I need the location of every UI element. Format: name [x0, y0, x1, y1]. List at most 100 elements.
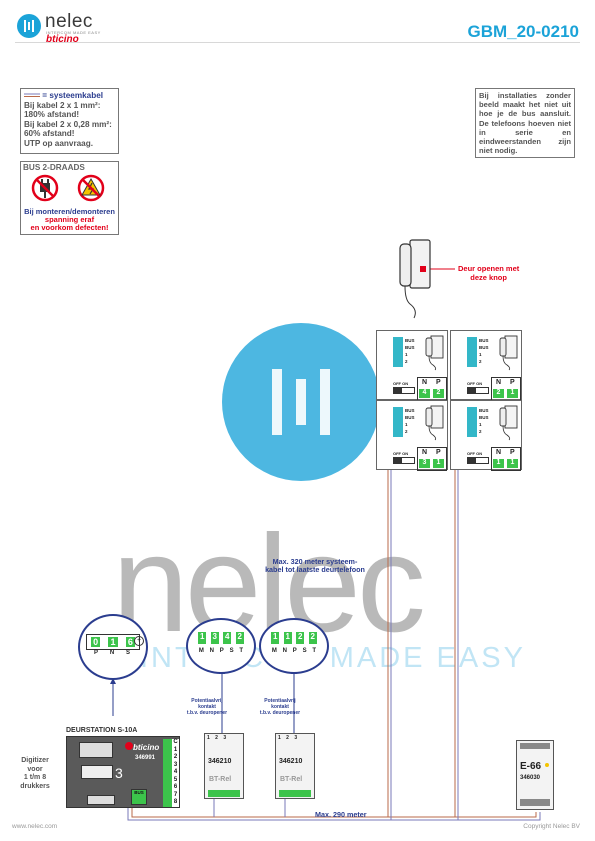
- terminal-block: [467, 407, 477, 437]
- zoom-circle-relay-2: 1 1 2 2 M N P S T: [259, 618, 329, 674]
- relay-caption-1: Potentiaalvrij kontakt t.b.v. deuropener: [186, 698, 228, 716]
- door-station-title: DEURSTATION S-10A: [66, 727, 138, 734]
- brand-tagline: INTERCOM MADE EASY: [46, 30, 101, 35]
- terminal-labels: BUS BUS 1 2: [405, 408, 415, 434]
- terminal-labels: BUS BUS 1 2: [479, 408, 489, 434]
- relay-terminals-top: 1 2 3: [207, 735, 229, 741]
- phone-icon: [499, 335, 518, 371]
- bus-note: BUS 2-DRAADS Bij monteren/demonteren spa…: [20, 161, 119, 235]
- n-label: N: [496, 379, 502, 386]
- header-divider: [15, 42, 580, 43]
- label-row: M N P S T: [271, 648, 317, 654]
- terminal-labels: BUS BUS 1 2: [405, 338, 415, 364]
- n-value: 4: [419, 389, 430, 398]
- relay-terminal-green: [208, 790, 240, 797]
- relay-tag: BT-Rel: [209, 776, 232, 783]
- label-row: M N P S T: [198, 648, 244, 654]
- p-label: P: [510, 379, 515, 386]
- relay-module-2: 1 2 3 346210 BT-Rel: [275, 733, 315, 799]
- relay-tag: BT-Rel: [280, 776, 303, 783]
- no-plug-icon: [31, 174, 59, 202]
- zoom-circle-door-station: 0 1 6 P N S +: [78, 614, 148, 680]
- p-value: 1: [433, 459, 444, 468]
- n-value: 3: [419, 459, 430, 468]
- partner-logo: bticino: [46, 34, 79, 45]
- phone-grid: BUS BUS 1 2 OFF ON N P 4 2 BUS BUS 1 2: [376, 330, 522, 471]
- power-supply: E-66 346030: [516, 740, 554, 810]
- switch-label: OFF ON: [467, 451, 483, 456]
- relay-code: 346210: [279, 758, 303, 765]
- footer-url[interactable]: www.nelec.com: [12, 823, 58, 830]
- p-value: 1: [507, 459, 518, 468]
- p-value: 2: [433, 389, 444, 398]
- door-station-code: 346991: [135, 755, 156, 761]
- ps-terminals-top: [520, 743, 550, 749]
- cable-note-line: 60% afstand!: [24, 129, 75, 138]
- digitizer-module: [79, 742, 113, 758]
- p-value: 1: [507, 389, 518, 398]
- p-label: P: [510, 449, 515, 456]
- terminal-block: [393, 407, 403, 437]
- phone-icon: [499, 405, 518, 441]
- doc-code: GBM_20-0210: [467, 22, 579, 41]
- phone-unit: BUS BUS 1 2 OFF ON N P 1 1: [450, 400, 522, 471]
- switch-icon[interactable]: [393, 387, 415, 394]
- max-system-label: Max. 320 meter systeem- kabel tot laatst…: [265, 557, 365, 574]
- digit: 1: [108, 637, 118, 647]
- switch-icon[interactable]: [393, 457, 415, 464]
- terminal-labels: BUS BUS 1 2: [479, 338, 489, 364]
- terminal-block: [467, 337, 477, 367]
- digit-row: 1 3 4 2: [196, 632, 246, 644]
- cable-note-line: 180% afstand!: [24, 110, 80, 119]
- bus-note-warning: Bij monteren/demonteren spanning eraf en…: [24, 207, 115, 233]
- phone-unit: BUS BUS 1 2 OFF ON N P 2 1: [450, 330, 522, 401]
- p-label: P: [436, 379, 441, 386]
- digit: 0: [91, 637, 101, 647]
- screw-icon: +: [134, 636, 144, 646]
- bus-terminal: BUS: [131, 789, 147, 805]
- np-box: N P 4 2: [417, 377, 447, 401]
- digit-row: 1 1 2 2: [269, 632, 319, 644]
- digit: 6: [125, 637, 135, 647]
- switch-icon[interactable]: [467, 387, 489, 394]
- speaker-icon: 3: [115, 765, 123, 781]
- switch-icon[interactable]: [467, 457, 489, 464]
- p-label: P: [436, 449, 441, 456]
- handset-callout: Deur openen met deze knop: [458, 264, 520, 282]
- watermark-logo-icon: [222, 323, 380, 481]
- np-box: N P 2 1: [491, 377, 521, 401]
- ps-led-icon: [545, 763, 549, 767]
- cable-note-line: Bij kabel 2 x 0,28 mm²:: [24, 119, 112, 129]
- terminal-strip: C 1 2 3 4 5 6 7 8: [163, 739, 179, 807]
- switch-label: OFF ON: [393, 381, 409, 386]
- no-high-voltage-icon: [77, 174, 105, 202]
- ps-model: E-66: [520, 761, 542, 772]
- n-label: N: [496, 449, 502, 456]
- logo-bars-icon: [24, 20, 34, 32]
- digitizer-label: Digitizer voor 1 t/m 8 drukkers: [20, 757, 50, 790]
- cable-note-title: = systeemkabel: [24, 91, 115, 101]
- connector-icon: [87, 795, 115, 805]
- header: nelec INTERCOM MADE EASY bticino GBM_20-…: [0, 0, 595, 45]
- phone-unit: BUS BUS 1 2 OFF ON N P 4 2: [376, 330, 448, 401]
- n-value: 1: [493, 459, 504, 468]
- phone-icon: [425, 335, 444, 371]
- terminal-block: [393, 337, 403, 367]
- cable-note-line: UTP op aanvraag.: [24, 138, 94, 148]
- max-290-label: Max. 290 meter: [315, 810, 367, 819]
- switch-label: OFF ON: [393, 451, 409, 456]
- nelec-logo-icon: [17, 14, 41, 38]
- switch-label: OFF ON: [467, 381, 483, 386]
- n-label: N: [422, 379, 428, 386]
- info-note: Bij installaties zonder beeld maakt het …: [475, 88, 575, 158]
- footer-copyright: Copyright Nelec BV: [523, 823, 580, 830]
- brand-name: nelec: [45, 11, 93, 32]
- ps-code: 346030: [520, 775, 541, 781]
- relay-terminal-green: [279, 790, 311, 797]
- relay-module-1: 1 2 3 346210 BT-Rel: [204, 733, 244, 799]
- door-station: bticino 346991 3 BUS C 1 2 3 4 5 6 7 8: [66, 736, 180, 808]
- np-box: N P 3 1: [417, 447, 447, 471]
- relay-caption-2: Potentiaalvrij kontakt t.b.v. deuropener: [259, 698, 301, 716]
- relay-terminals-top: 1 2 3: [278, 735, 300, 741]
